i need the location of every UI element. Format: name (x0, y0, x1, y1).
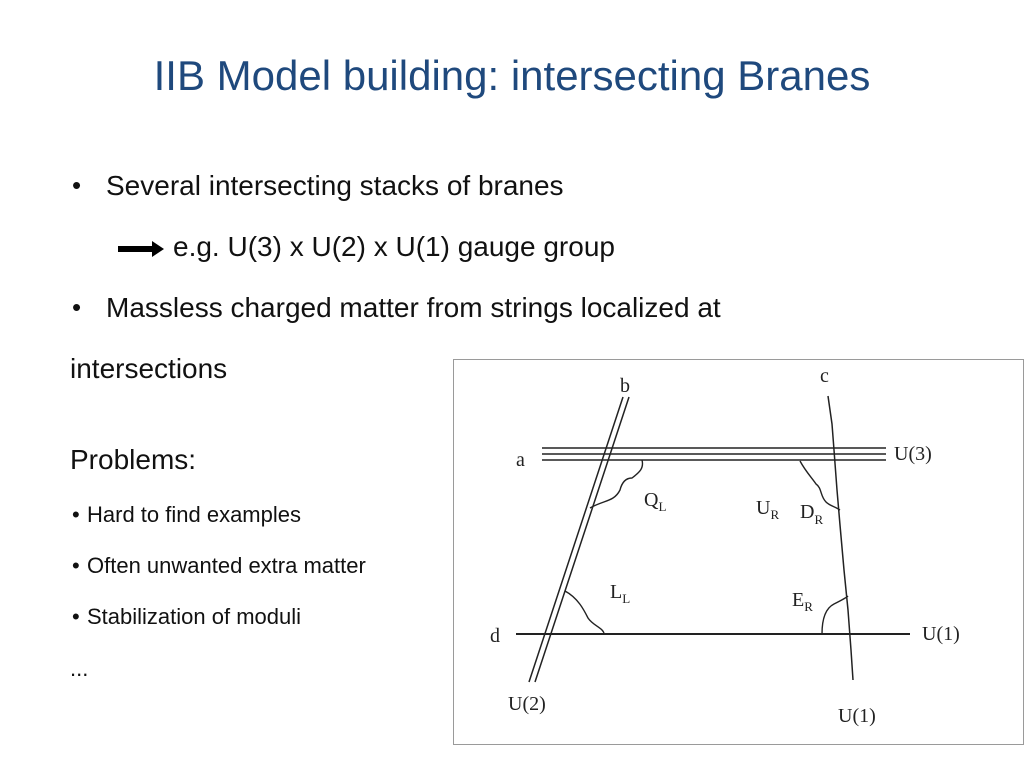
label-a: a (516, 449, 525, 471)
string-ur-dr (799, 460, 841, 511)
problem-item: Stabilization of moduli (87, 604, 302, 629)
right-arrow-icon (118, 241, 164, 257)
brane-stack-c (827, 395, 854, 681)
problem-item: Often unwanted extra matter (87, 553, 366, 578)
label-ll: LL (610, 581, 630, 606)
label-d: d (490, 625, 500, 647)
bullet-marker: • (72, 170, 82, 200)
string-ll (564, 590, 605, 635)
bullet-massless-matter-cont: intersections (70, 353, 228, 384)
bullet-marker: • (72, 604, 80, 629)
label-b: b (620, 375, 630, 397)
label-dr: DR (800, 501, 823, 527)
label-ur: UR (756, 497, 779, 522)
string-er (821, 595, 849, 635)
brane-stack-b (528, 396, 630, 683)
gauge-group-line: e.g. U(3) x U(2) x U(1) gauge group (173, 231, 615, 262)
label-er: ER (792, 589, 813, 614)
label-c: c (820, 365, 829, 387)
brane-stack-a (542, 447, 886, 461)
label-u2: U(2) (508, 693, 546, 715)
bullet-marker: • (72, 553, 80, 578)
bullet-marker: • (72, 292, 82, 322)
problems-heading: Problems: (70, 444, 197, 475)
bullet-marker: • (72, 502, 80, 527)
label-ql: QL (644, 489, 666, 514)
problem-item: Hard to find examples (87, 502, 301, 527)
slide-title: IIB Model building: intersecting Branes (153, 52, 871, 99)
intersecting-branes-diagram: b c a d U(3) U(1) U(2) U(1) QL UR DR LL … (453, 359, 1024, 745)
bullet-massless-matter: Massless charged matter from strings loc… (106, 292, 721, 323)
ellipsis: ... (70, 656, 89, 681)
label-u1-right: U(1) (922, 623, 960, 645)
string-ql (589, 459, 644, 509)
bullet-several-stacks: Several intersecting stacks of branes (106, 170, 564, 201)
label-u1-bottom: U(1) (838, 705, 876, 727)
label-u3: U(3) (894, 443, 932, 465)
